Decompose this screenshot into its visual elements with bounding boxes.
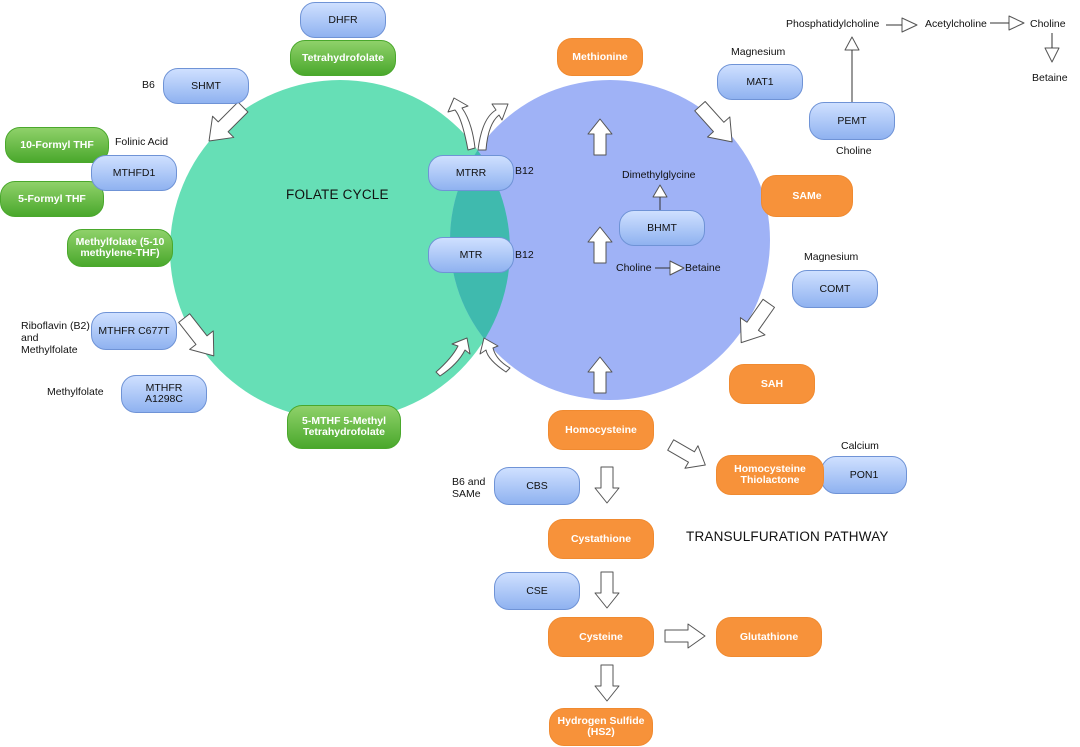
node-dhfr[interactable]: DHFR [300,2,386,38]
node-homocysteine[interactable]: Homocysteine [548,410,654,450]
label-b12-mtrr: B12 [515,165,534,177]
arrow-down-to-cystathione [594,466,620,504]
arrow-shmt-to-cycle [208,101,249,142]
arrow-choline-to-betaine [1044,47,1060,63]
arrow-mthfr-to-mthf [178,313,215,357]
label-calcium: Calcium [841,440,879,452]
folate-cycle-title: FOLATE CYCLE [286,187,389,202]
arrow-same-to-sah [739,298,775,344]
label-methylfolate: Methylfolate [47,386,104,398]
node-cbs[interactable]: CBS [494,467,580,505]
node-cse[interactable]: CSE [494,572,580,610]
arrow-up-from-homocysteine [587,356,613,394]
node-same[interactable]: SAMe [761,175,853,217]
node-methylfolate[interactable]: Methylfolate (5-10 methylene-THF) [67,229,173,267]
folate-cycle-circle [170,80,510,420]
node-mtr[interactable]: MTR [428,237,514,273]
node-mat1[interactable]: MAT1 [717,64,803,100]
node-pon1[interactable]: PON1 [821,456,907,494]
arrow-right-to-glutathione [664,623,706,649]
label-b12-mtr: B12 [515,249,534,261]
curved-arrow-bottom-left [435,337,471,377]
node-10-formyl-thf[interactable]: 10-Formyl THF [5,127,109,163]
label-betaine-end: Betaine [1032,72,1068,84]
node-homocysteine-thiolactone[interactable]: Homocysteine Thiolactone [716,455,824,495]
curved-arrow-top-right [477,103,509,151]
node-hydrogen-sulfide[interactable]: Hydrogen Sulfide (HS2) [549,708,653,746]
node-5-formyl-thf[interactable]: 5-Formyl THF [0,181,104,217]
label-phosphatidylcholine: Phosphatidylcholine [786,18,880,30]
label-acetylcholine: Acetylcholine [925,18,987,30]
node-glutathione[interactable]: Glutathione [716,617,822,657]
arrow-down-to-hs2 [594,664,620,702]
arrow-pc-to-acetylcholine [901,17,918,33]
arrow-up-to-methionine [587,118,613,156]
label-choline-bhmt: Choline [616,262,652,274]
node-mtrr[interactable]: MTRR [428,155,514,191]
node-mthfr-a1298c[interactable]: MTHFR A1298C [121,375,207,413]
node-mthfr-c677t[interactable]: MTHFR C677T [91,312,177,350]
label-betaine-bhmt: Betaine [685,262,721,274]
arrow-ach-to-choline [1008,15,1025,31]
curved-arrow-bottom-right [479,337,511,373]
node-shmt[interactable]: SHMT [163,68,249,104]
label-magnesium-mat1: Magnesium [731,46,786,58]
node-pemt[interactable]: PEMT [809,102,895,140]
label-b6-same: B6 and SAMe [452,476,486,500]
label-b6: B6 [142,79,155,91]
label-folinic-acid: Folinic Acid [115,136,169,148]
arrow-down-to-cysteine [594,571,620,609]
label-riboflavin-methylfolate: Riboflavin (B2) and Methylfolate [21,320,90,356]
node-bhmt[interactable]: BHMT [619,210,705,246]
node-cysteine[interactable]: Cysteine [548,617,654,657]
label-choline-end: Choline [1030,18,1066,30]
node-comt[interactable]: COMT [792,270,878,308]
label-choline-pemt: Choline [836,145,872,157]
curved-arrow-top-left [447,97,476,151]
node-cystathione[interactable]: Cystathione [548,519,654,559]
arrow-hcy-to-thiolactone [667,439,706,469]
node-methionine[interactable]: Methionine [557,38,643,76]
node-5-mthf[interactable]: 5-MTHF 5-Methyl Tetrahydrofolate [287,405,401,449]
arrow-up-bhmt [587,226,613,264]
label-dimethylglycine: Dimethylglycine [622,169,696,181]
node-tetrahydrofolate[interactable]: Tetrahydrofolate [290,40,396,76]
arrow-methionine-to-same [694,100,733,143]
label-magnesium-comt: Magnesium [804,251,859,263]
arrow-pemt-to-phosphatidylcholine [844,36,860,51]
node-mthfd1[interactable]: MTHFD1 [91,155,177,191]
transsulfuration-title: TRANSULFURATION PATHWAY [686,529,889,544]
node-sah[interactable]: SAH [729,364,815,404]
